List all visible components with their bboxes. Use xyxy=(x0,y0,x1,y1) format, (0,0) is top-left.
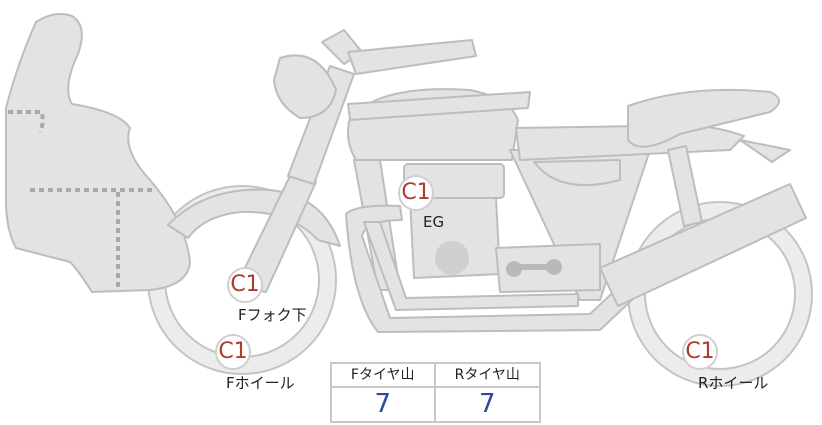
swingarm xyxy=(599,145,807,307)
engine-label: EG xyxy=(423,213,445,231)
front-wheel-marker[interactable]: C1 xyxy=(215,334,251,370)
handlebar xyxy=(273,29,477,119)
front-wheel-label: Fホイール xyxy=(226,374,295,392)
front-tread-value[interactable]: 7 xyxy=(332,388,436,421)
front-tread-header: Fタイヤ山 xyxy=(332,364,436,388)
engine xyxy=(403,163,601,293)
engine-marker[interactable]: C1 xyxy=(398,175,434,211)
rear-wheel-marker[interactable]: C1 xyxy=(682,334,718,370)
exhaust-pipe xyxy=(345,204,633,333)
front-fork-lower-marker[interactable]: C1 xyxy=(227,267,263,303)
front-fairing xyxy=(5,13,191,293)
front-fork-upper xyxy=(287,65,355,185)
rear-tread-value[interactable]: 7 xyxy=(478,389,496,419)
rear-wheel-label: Rホイール xyxy=(698,374,769,392)
front-fork-lower-label: Fフォク下 xyxy=(238,306,307,324)
seat xyxy=(515,88,791,187)
rear-tread-header: Rタイヤ山 xyxy=(435,364,539,388)
tire-tread-table: Fタイヤ山 Rタイヤ山 7 7 xyxy=(330,362,541,423)
